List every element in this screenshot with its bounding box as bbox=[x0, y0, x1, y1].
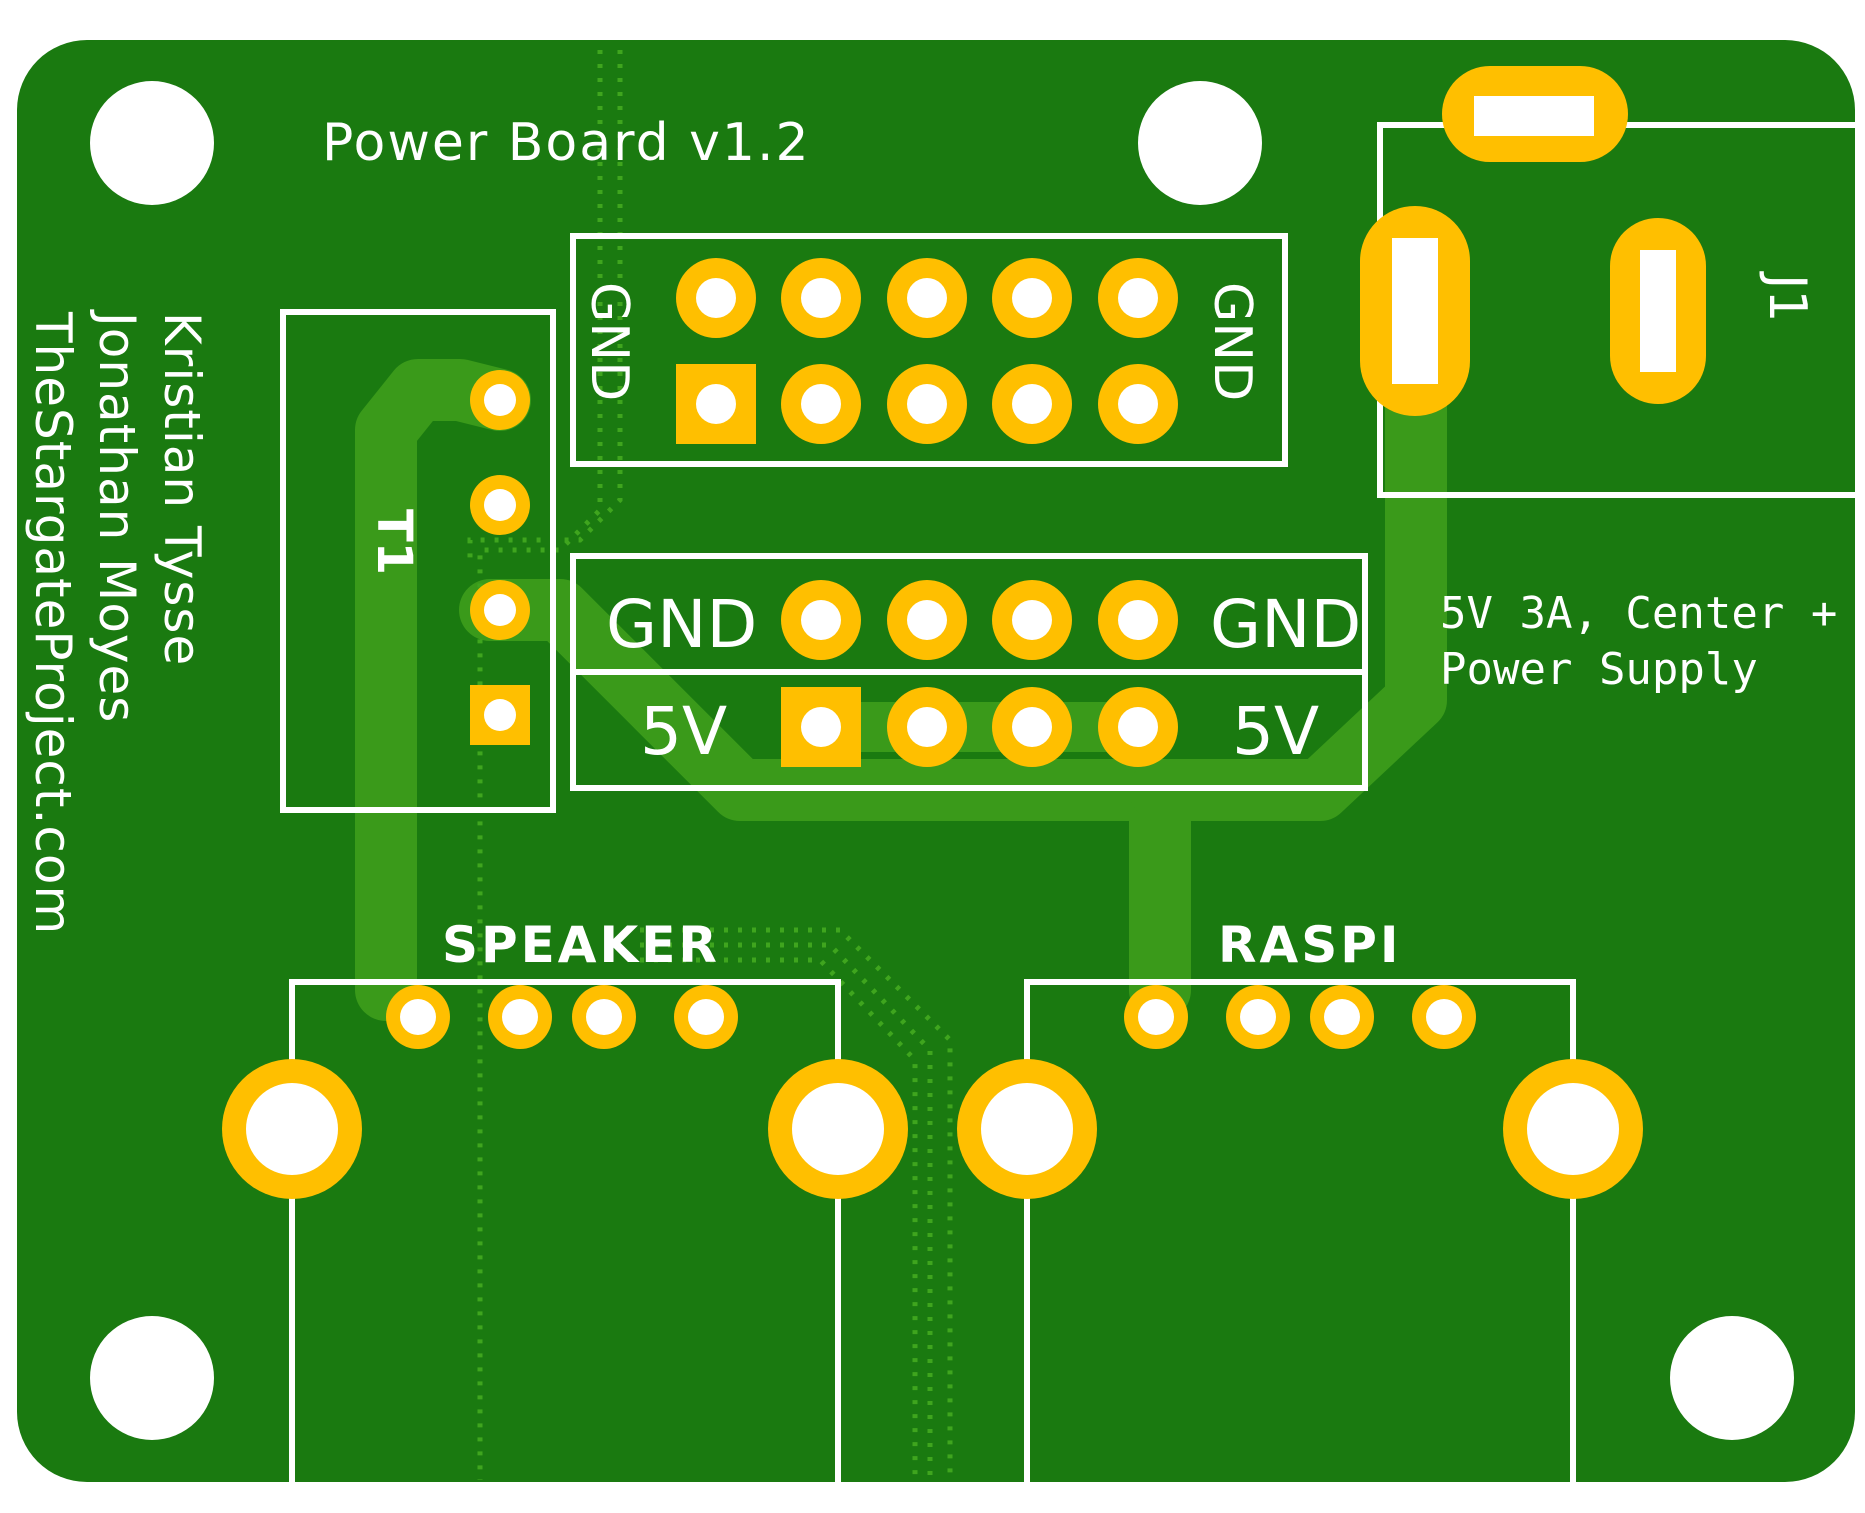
drill bbox=[1138, 999, 1174, 1035]
drill bbox=[400, 999, 436, 1035]
drill bbox=[1527, 1083, 1619, 1175]
drill bbox=[1012, 600, 1052, 640]
speaker-jack-outline bbox=[289, 979, 841, 1482]
dotted-trace-4 bbox=[640, 942, 933, 1480]
t1-outline bbox=[280, 309, 556, 813]
author-3: TheStargateProject.com bbox=[24, 311, 82, 935]
raspi-jack-pads bbox=[957, 985, 1643, 1199]
raspi-label: RASPI bbox=[1218, 916, 1401, 974]
mounting-hole-top-center bbox=[1138, 81, 1262, 205]
drill bbox=[1012, 707, 1052, 747]
board-title: Power Board v1.2 bbox=[322, 113, 811, 173]
drill bbox=[1324, 999, 1360, 1035]
drill bbox=[907, 600, 947, 640]
drill bbox=[981, 1083, 1073, 1175]
header-mid-row1-left: GND bbox=[606, 586, 757, 663]
header-mid-row2-right: 5V bbox=[1232, 693, 1319, 770]
drill bbox=[801, 600, 841, 640]
drill bbox=[1012, 384, 1052, 424]
j1-pads bbox=[1360, 66, 1706, 416]
drill bbox=[1426, 999, 1462, 1035]
mounting-hole-bottom-left bbox=[90, 1316, 214, 1440]
t1-pads bbox=[470, 370, 530, 745]
j1-note-line1: 5V 3A, Center + bbox=[1440, 588, 1837, 639]
dotted-trace-3 bbox=[640, 927, 953, 1480]
drill bbox=[1118, 384, 1158, 424]
j1-slot-top bbox=[1474, 96, 1594, 136]
mounting-holes bbox=[90, 81, 1794, 1440]
drill bbox=[1240, 999, 1276, 1035]
mounting-hole-bottom-right bbox=[1670, 1316, 1794, 1440]
speaker-jack-pads bbox=[222, 985, 908, 1199]
trace-5v-raspi bbox=[459, 579, 1191, 1021]
drill bbox=[246, 1083, 338, 1175]
dotted-traces bbox=[467, 50, 953, 1480]
drill bbox=[688, 999, 724, 1035]
drill bbox=[792, 1083, 884, 1175]
mounting-hole-top-left bbox=[90, 81, 214, 205]
header-mid-row2-left: 5V bbox=[640, 693, 727, 770]
dotted-trace-1 bbox=[467, 50, 623, 560]
header-top-left-label: GND bbox=[579, 282, 639, 401]
drill bbox=[801, 707, 841, 747]
drill bbox=[502, 999, 538, 1035]
drill bbox=[484, 594, 516, 626]
drill bbox=[1118, 707, 1158, 747]
raspi-jack-outline bbox=[1024, 979, 1576, 1482]
drill bbox=[1012, 278, 1052, 318]
header-top-right-label: GND bbox=[1202, 282, 1262, 401]
header-top-pads bbox=[676, 258, 1178, 444]
drill bbox=[484, 384, 516, 416]
drill bbox=[696, 278, 736, 318]
j1-slot-right bbox=[1640, 250, 1676, 372]
drill bbox=[1118, 278, 1158, 318]
silkscreen-outlines bbox=[280, 122, 1855, 1482]
j1-note-line2: Power Supply bbox=[1440, 644, 1758, 695]
drill bbox=[907, 384, 947, 424]
header-mid-pads bbox=[781, 580, 1178, 767]
drill bbox=[696, 384, 736, 424]
speaker-label: SPEAKER bbox=[442, 916, 720, 974]
drill bbox=[801, 384, 841, 424]
j1-ref: J1 bbox=[1757, 271, 1817, 322]
drill bbox=[586, 999, 622, 1035]
t1-ref: T1 bbox=[366, 509, 422, 575]
header-top-outline bbox=[570, 233, 1288, 467]
drill bbox=[907, 278, 947, 318]
drill bbox=[1118, 600, 1158, 640]
drill bbox=[484, 699, 516, 731]
author-2: Jonathan Moyes bbox=[88, 309, 146, 723]
drill bbox=[907, 707, 947, 747]
author-1: Kristian Tysse bbox=[153, 312, 211, 666]
drill bbox=[484, 489, 516, 521]
j1-slot-left bbox=[1392, 238, 1438, 384]
header-mid-row1-right: GND bbox=[1210, 586, 1361, 663]
drill bbox=[801, 278, 841, 318]
